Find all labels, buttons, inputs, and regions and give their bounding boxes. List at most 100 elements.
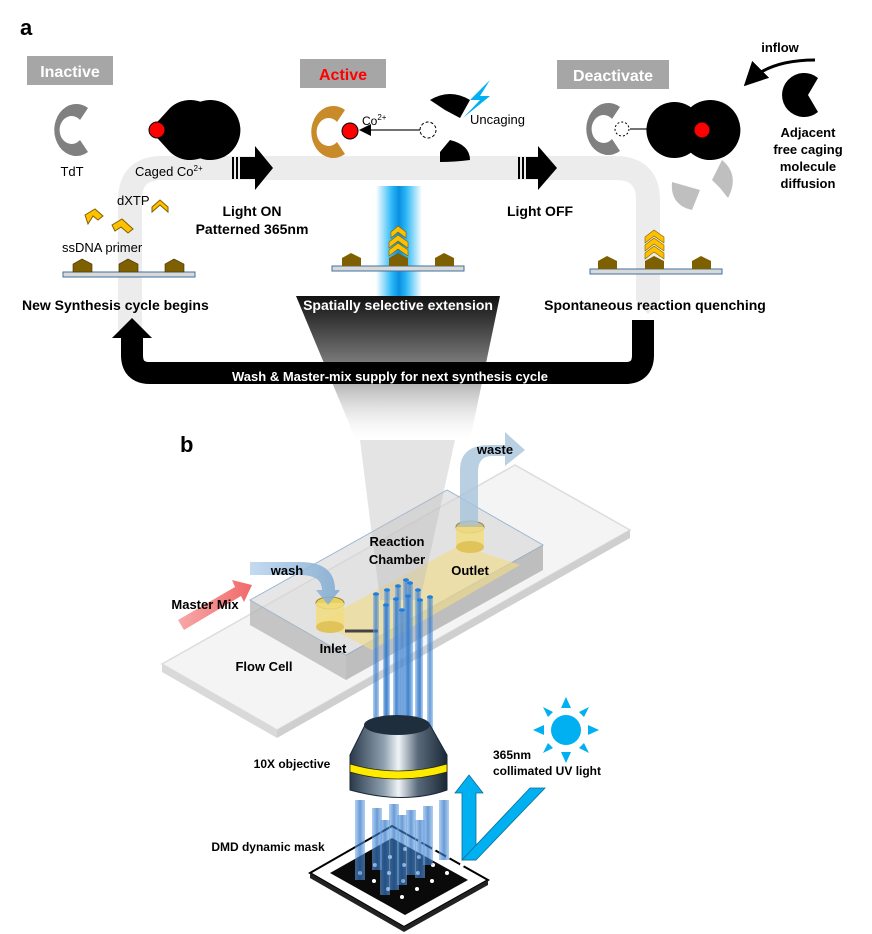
substrate-primers-2 [331,225,465,272]
light-pillar-top [417,598,423,602]
inflow-arrow [743,58,816,87]
light-pillar [427,597,433,730]
svg-text:Inactive: Inactive [40,64,100,81]
svg-text:diffusion: diffusion [781,176,836,191]
tdt-enzyme-icon [54,104,88,156]
uv-wavelength-label: 365nm [493,748,531,762]
empty-cage-site [419,121,437,139]
adjacent-label: Adjacent free caging molecule diffusion [773,125,842,191]
flow-cell-label: Flow Cell [235,659,292,674]
substrate-primers-3 [589,229,723,275]
light-pillar-top [384,588,390,592]
wash-loop-arrow [112,318,654,384]
light-pillar-lower [389,804,399,890]
ssdna-primer-label: ssDNA primer [62,240,143,255]
light-off-arrow-icon [518,146,557,190]
dmd-pixel [415,887,419,891]
wash-label: wash [270,563,304,578]
light-pillar-top [427,595,433,599]
dxtp-label: dXTP [117,193,150,208]
caged-cobalt-icon [148,100,241,160]
uncaged-fragments-icon [430,94,470,162]
light-pillar [405,596,411,730]
dmd-pixel [460,863,464,867]
light-pillar-lower [439,800,449,860]
dmd-label: DMD dynamic mask [211,840,325,854]
uncaging-label: Uncaging [470,112,525,127]
light-pillar-top [405,594,411,598]
caged-co-label: Caged Co2+ [135,164,203,179]
tdt-active-icon [311,106,359,158]
light-on-label: Light ON [222,203,281,219]
light-pillar [417,600,423,730]
light-pillar-lower [372,808,382,870]
light-pillar-top [403,578,409,582]
panel-b-letter: b [180,432,193,457]
light-pillar-lower [415,820,425,878]
light-pillar-lower [423,806,433,865]
caption-quenching: Spontaneous reaction quenching [544,297,766,313]
stage-active: Active [300,59,386,88]
caption-selective: Spatially selective extension [303,297,493,313]
light-pillar-top [415,588,421,592]
recaged-cobalt-icon [646,100,741,160]
waste-label: waste [476,442,513,457]
svg-text:molecule: molecule [780,159,836,174]
light-on-arrow-icon [232,146,273,190]
released-cage-fragments-icon [671,160,733,210]
light-off-label: Light OFF [507,203,574,219]
waste-arrow-icon [460,432,525,525]
dmd-pixel [400,895,404,899]
uv-light-label: collimated UV light [493,764,601,778]
light-pillar [373,594,379,730]
light-pillar-lower [380,820,390,895]
light-pillar-top [373,592,379,596]
light-pillars [373,578,433,730]
light-pillar-top [383,603,389,607]
light-pillar-top [395,584,401,588]
dxtp-nucleotide-icons [84,199,169,234]
uv-sun-icon [533,697,599,763]
svg-text:Active: Active [319,67,367,84]
panel-a-letter: a [20,15,33,40]
caption-wash-loop: Wash & Master-mix supply for next synthe… [232,369,548,384]
dmd-pixel [430,879,434,883]
svg-text:Adjacent: Adjacent [781,125,837,140]
light-pillar-lower [355,800,365,880]
svg-text:Deactivate: Deactivate [573,68,653,85]
projection-cone-lower [360,440,455,600]
master-mix-label: Master Mix [171,597,239,612]
inlet-label: Inlet [320,641,347,656]
light-pillar-lower [406,810,416,875]
light-pillar-top [393,597,399,601]
substrate-primers-1 [62,258,196,278]
cycle-path [118,156,660,330]
light-pillar [399,610,405,730]
inflow-label: inflow [761,40,799,55]
master-mix-arrow-icon [178,580,252,630]
lower-light-pillars [355,800,449,895]
light-pillar-lower [397,815,407,885]
light-pillar [393,599,399,730]
objective-lens-icon [349,715,448,798]
inlet-port [315,596,345,633]
caption-new-cycle: New Synthesis cycle begins [22,297,209,313]
reaction-chamber-label-2: Chamber [369,552,425,567]
wash-arrow-icon [250,562,340,605]
reaction-chamber-label: Reaction [370,534,425,549]
objective-label: 10X objective [254,757,331,771]
light-on-sublabel: Patterned 365nm [196,221,309,237]
lightning-icon [463,80,490,118]
dmd-pixel [372,879,376,883]
outlet-port [455,520,485,553]
free-cage-molecule-icon [782,73,818,118]
light-pillar-top [407,581,413,585]
uv-light-path-icon [454,774,546,861]
outlet-label: Outlet [451,563,489,578]
dmd-pixel [445,871,449,875]
svg-text:free caging: free caging [773,142,842,157]
tdt-label: TdT [60,164,83,179]
light-pillar [383,605,389,730]
co-free-label: Co2+ [362,113,387,128]
